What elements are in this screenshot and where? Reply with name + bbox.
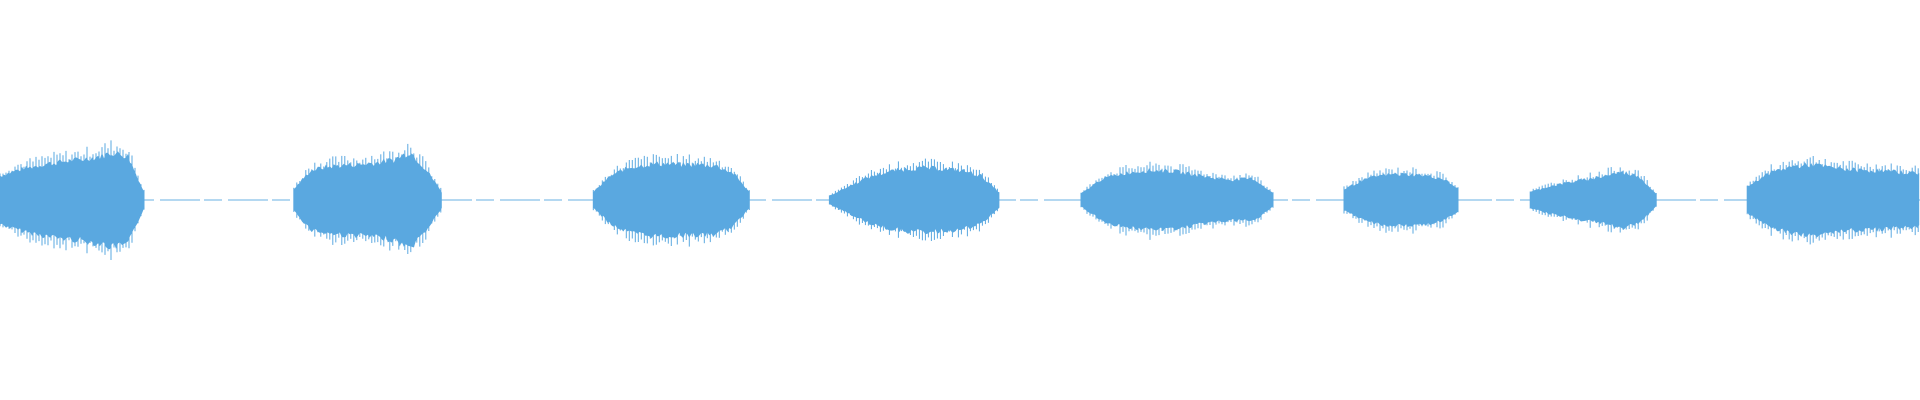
waveform-peaks-8: [1746, 156, 1919, 245]
waveform-peaks-1: [0, 140, 145, 260]
waveform-peaks-2: [293, 143, 442, 254]
waveform-peaks-7: [1529, 167, 1657, 233]
waveform-peaks-5: [1080, 161, 1274, 240]
waveform-peaks-4: [828, 158, 998, 241]
waveform-peaks-6: [1343, 167, 1459, 234]
waveform-segment-8: [1747, 162, 1920, 238]
waveform-peaks-3: [592, 154, 750, 247]
